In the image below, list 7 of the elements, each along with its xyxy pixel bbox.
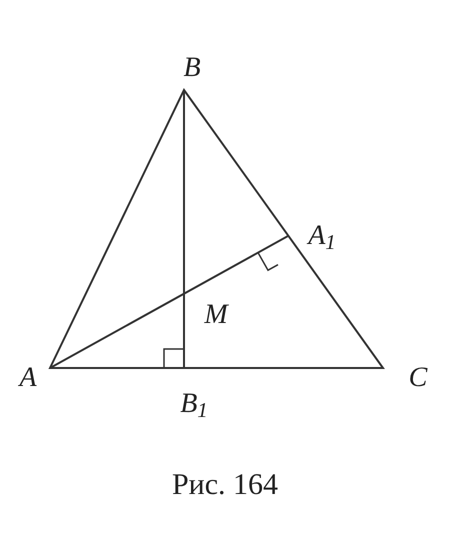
figure-caption: Рис. 164	[170, 470, 280, 500]
point-label: A	[19, 364, 37, 392]
point-label: B$_{1}$	[180, 390, 208, 418]
point-label: B	[183, 54, 201, 82]
point-label: C	[408, 364, 428, 392]
point-label: A$_{1}$	[308, 222, 336, 250]
point-label: M	[204, 301, 228, 329]
